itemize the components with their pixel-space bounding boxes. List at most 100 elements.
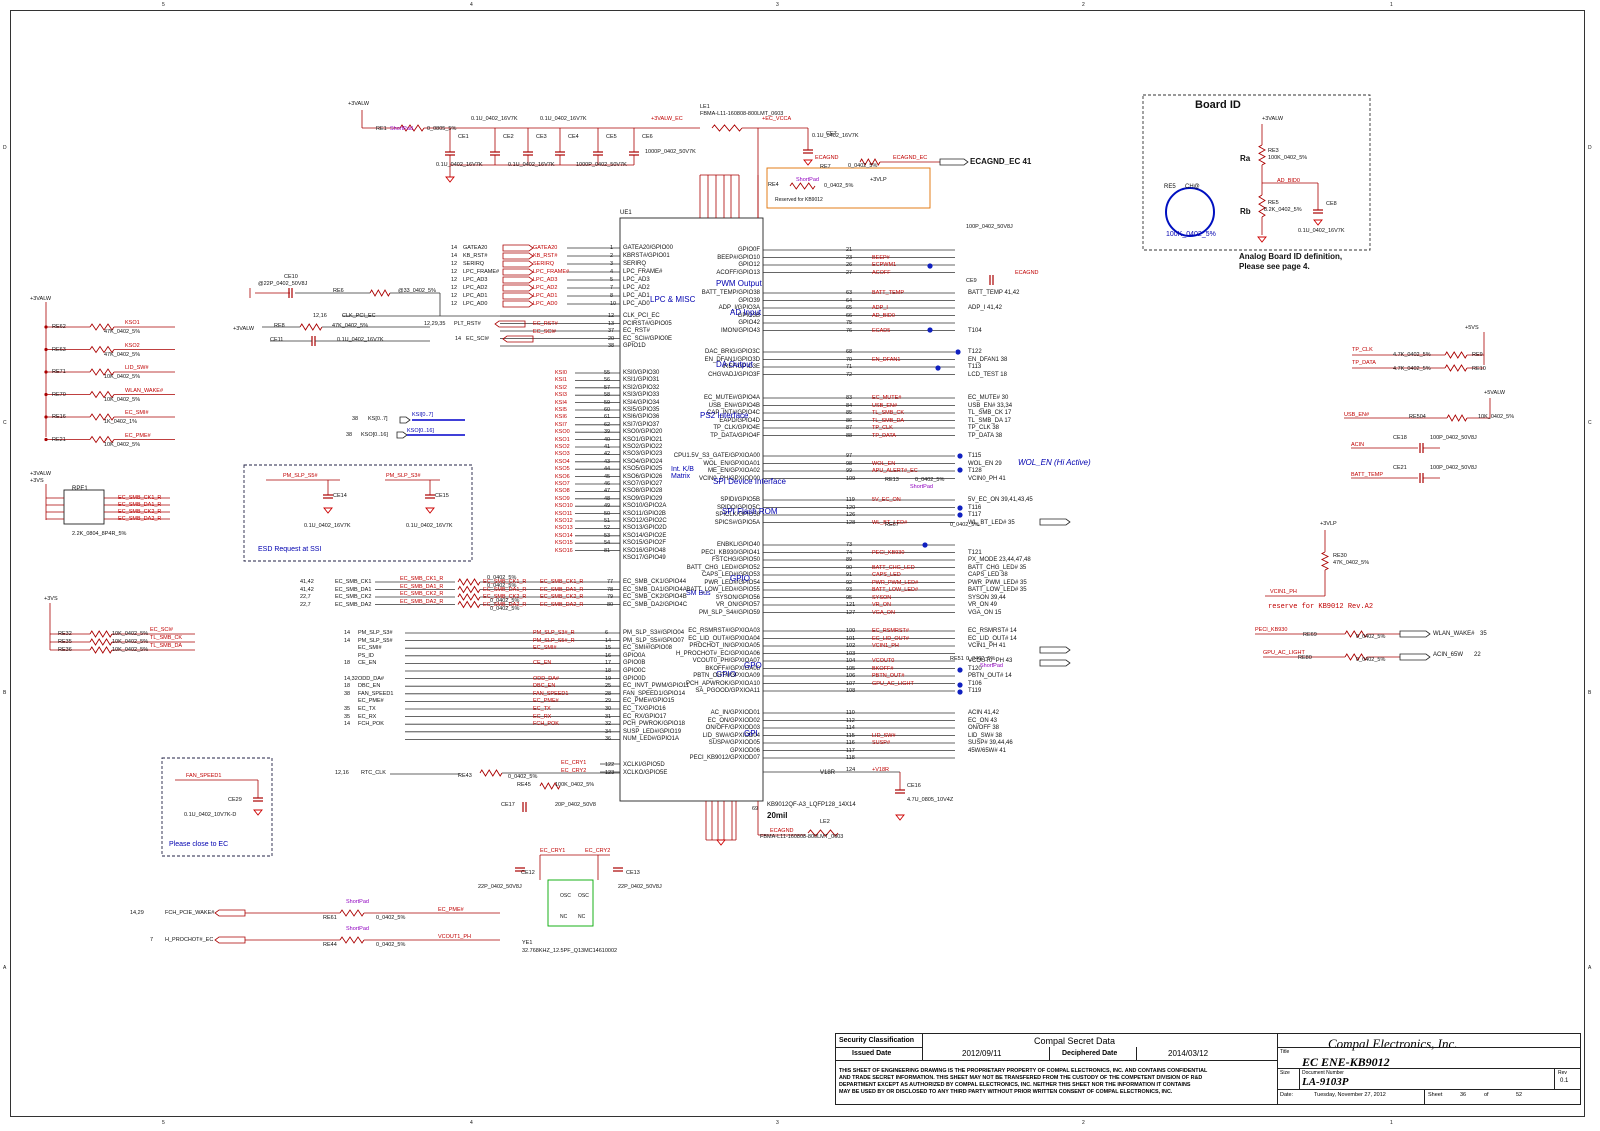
pin-number: 26 bbox=[846, 262, 853, 268]
pin-number: 44 bbox=[604, 466, 611, 473]
net-label: FAN_SPEED1 bbox=[186, 773, 222, 779]
net-label: H_PROCHOT#_EC bbox=[165, 937, 214, 943]
net-label: PM_SLP_S3# bbox=[386, 473, 421, 479]
junction bbox=[44, 437, 48, 442]
title-block: Security Classification Compal Secret Da… bbox=[835, 1033, 1581, 1105]
page-ref: 38 bbox=[346, 432, 353, 438]
net-label: WLAN_WAKE# bbox=[125, 387, 164, 394]
pin-number: 8 bbox=[610, 293, 614, 299]
chip-pin-name: V18R bbox=[820, 770, 836, 776]
component-ref: RE3 bbox=[1268, 148, 1279, 154]
ground-symbol bbox=[425, 507, 435, 514]
net-label: LPC_AD3 bbox=[463, 277, 488, 283]
net-label: SYSON bbox=[872, 594, 892, 601]
pin-number: 114 bbox=[846, 725, 855, 731]
net-label: BATT_LOW_LED# 35 bbox=[968, 587, 1027, 593]
component-ref: CE13 bbox=[626, 870, 640, 876]
power-rail: +3VALW bbox=[30, 296, 52, 302]
off-page-connector bbox=[502, 260, 534, 268]
off-page-connector bbox=[502, 300, 534, 308]
net-label: BATT_TEMP bbox=[872, 290, 904, 296]
net-label: AD_BID0 bbox=[872, 312, 895, 319]
test-point bbox=[927, 263, 933, 269]
component-ref: RE10 bbox=[1472, 366, 1486, 372]
net-label: EC_SMB_DA2_R bbox=[540, 601, 584, 608]
test-point bbox=[957, 667, 963, 673]
component-ref: CE12 bbox=[521, 870, 535, 876]
ks-net: KSO15 bbox=[555, 540, 573, 547]
net-label: LID_SW# 38 bbox=[968, 732, 1003, 739]
row-marker: B bbox=[3, 690, 7, 696]
tb-issued-value: 2012/09/11 bbox=[962, 1049, 1002, 1058]
net-label: LCD_TEST 18 bbox=[968, 371, 1007, 378]
resistor bbox=[339, 909, 365, 917]
chip-pin-name: XCLKI/GPIO5D bbox=[623, 762, 665, 768]
net-label: KB_RST# bbox=[463, 253, 488, 259]
power-rail: +3VALW bbox=[348, 101, 370, 107]
component-value: 0.1U_0402_16V7K bbox=[812, 133, 859, 139]
chip-pin-name: PECI_KB9012/GPXIOD07 bbox=[689, 755, 760, 761]
resistor bbox=[339, 936, 365, 944]
board-id-circle-value: 100K_0402_5% bbox=[1166, 231, 1216, 238]
component-ref: RE63 bbox=[52, 346, 66, 353]
pin-number: 104 bbox=[846, 658, 856, 664]
chip-pin-name: VCOUT0_PH/GPXIOA07 bbox=[692, 658, 760, 664]
outline bbox=[161, 757, 273, 857]
component-value: 0.1U_0402_16V7K bbox=[1298, 228, 1345, 234]
chip-pin-name: GPIO0C bbox=[623, 668, 646, 674]
chip-pin-name: EC_INVT_PWM/GPIO11 bbox=[623, 683, 690, 690]
chip-pin-name: PM_SLP_S5#/GPIO07 bbox=[623, 637, 685, 644]
junction bbox=[44, 392, 48, 397]
net-label: EC_SMB_DA2 bbox=[335, 601, 372, 608]
block-label: LPC & MISC bbox=[650, 295, 696, 304]
component-value: 0_0402_5% bbox=[915, 477, 945, 483]
pin-number: 30 bbox=[605, 706, 612, 712]
page-ref: 12 bbox=[451, 269, 458, 275]
net-label: GATEA20 bbox=[463, 245, 488, 251]
net-label: TL_SMB_CK bbox=[150, 635, 183, 641]
pin-number: 84 bbox=[846, 402, 853, 409]
off-page-connector bbox=[1399, 653, 1431, 661]
component-ref: CE3 bbox=[536, 134, 547, 140]
net-label: ACIN_65W bbox=[1433, 652, 1464, 658]
row-marker: B bbox=[1588, 690, 1592, 696]
test-point bbox=[957, 467, 963, 473]
component-value: 47K_0402_5% bbox=[104, 351, 141, 358]
net-label: 5V_EC_ON 39,41,43,45 bbox=[968, 497, 1033, 503]
component-value: 0_0402_5% bbox=[950, 522, 980, 528]
chip-pin-name: BKOFF#/GPXIOA08 bbox=[705, 665, 760, 672]
off-page-connector bbox=[502, 252, 534, 260]
net-label: WL_BT_LED# 35 bbox=[968, 519, 1015, 526]
pin-number: 108 bbox=[846, 688, 856, 694]
net-label: FAN_SPEED1 bbox=[533, 690, 569, 697]
shortpad-label: ShortPad bbox=[346, 926, 369, 932]
component-ref: CE5 bbox=[606, 134, 617, 140]
tb-deciphered-value: 2014/03/12 bbox=[1168, 1049, 1209, 1058]
pin-number: 16 bbox=[605, 652, 612, 659]
test-point bbox=[935, 365, 941, 371]
net-label: WL_BT_LED# bbox=[872, 519, 908, 526]
chip-pin-name: XCLKO/GPIO5E bbox=[623, 770, 668, 776]
chip-pin-name: CAPS_LED#/GPIO53 bbox=[701, 572, 760, 578]
pin-number: 61 bbox=[604, 414, 611, 421]
net-label: ECAGND_EC bbox=[893, 155, 928, 161]
chip-pin-name: EC_SMI#/GPIO08 bbox=[623, 645, 673, 652]
net-label: VCOUT0 bbox=[872, 658, 895, 664]
net-label: EC_TX bbox=[533, 706, 551, 712]
tb-notice-4: MAY BE USED BY OR DISCLOSED TO ANY THIRD… bbox=[839, 1089, 1173, 1095]
net-label: VCOUT1_PH bbox=[438, 934, 472, 940]
net-label: T104 bbox=[968, 327, 982, 334]
component-ref: CE9 bbox=[966, 278, 977, 284]
row-marker: D bbox=[1588, 145, 1592, 151]
pin-number: 4 bbox=[610, 269, 614, 275]
tb-deciphered-label: Deciphered Date bbox=[1062, 1050, 1118, 1057]
component-ref: RE13 bbox=[885, 477, 899, 483]
chip-pin-name: CPU1.5V_S3_GATE/GPXIOA00 bbox=[673, 453, 760, 459]
component-value: 100K_0402_5% bbox=[1268, 155, 1308, 161]
chip-pin-name: GPIO39 bbox=[738, 297, 760, 304]
chip-pin-name: KSO17/GPIO49 bbox=[623, 555, 666, 561]
ks-net: KSO9 bbox=[555, 495, 570, 502]
board-id-option: CH@ bbox=[1185, 184, 1200, 190]
component-ref: RE43 bbox=[458, 773, 472, 779]
pin-number: 5 bbox=[610, 277, 614, 283]
